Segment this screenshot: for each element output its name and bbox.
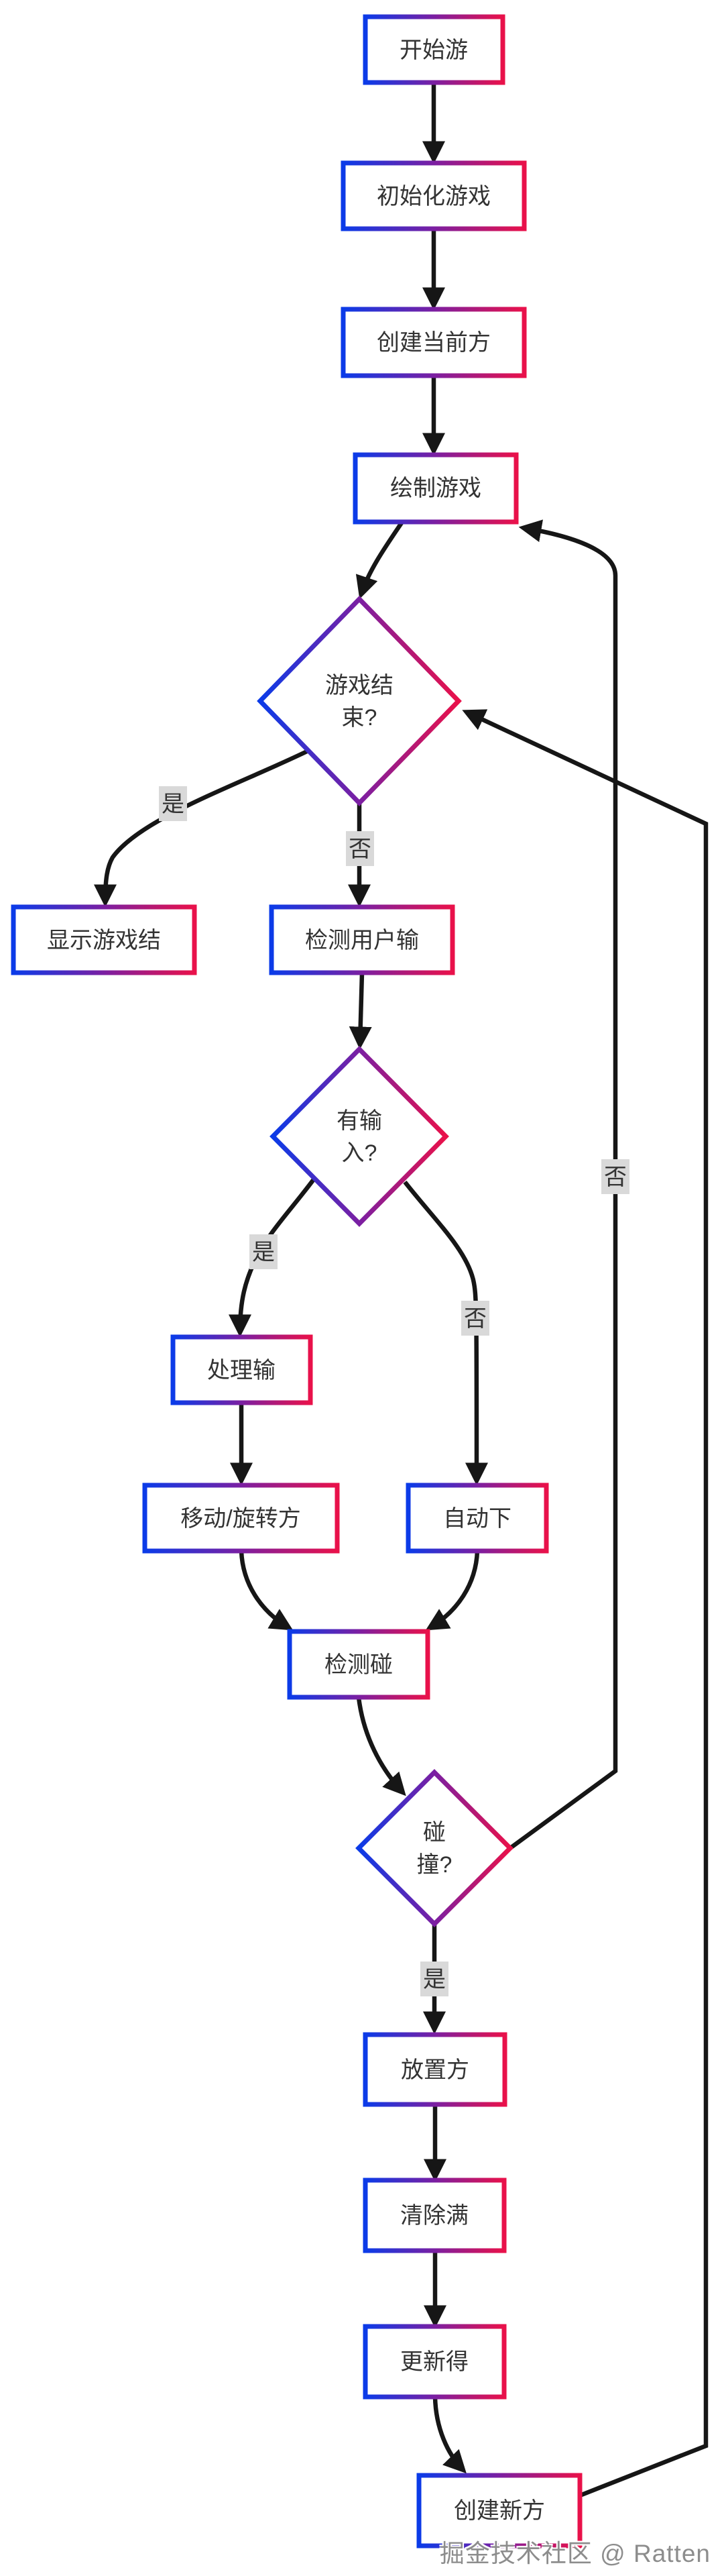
nodes: 开始游 初始化游戏 创建当前方 绘制游戏 游戏结 束? 显示游戏结 检测用户输 [11,14,583,2548]
node-box [363,2178,507,2253]
node-place-block: 放置方 [363,2032,507,2107]
edge-label-text: 否 [464,1306,487,1332]
label-background [346,831,374,866]
node-label: 检测碰 [324,1652,393,1678]
node-label: 创建新方 [454,2498,545,2524]
edge-label-text: 是 [252,1240,275,1265]
edge-has-input-no-to-auto-drop [403,1180,488,1486]
edges [94,83,709,2498]
decision-diamond [355,1769,514,1927]
node-label: 检测用户输 [305,928,419,953]
node-detect-collision: 检测碰 [287,1629,430,1700]
node-label: 更新得 [400,2349,469,2375]
decision-diamond [269,1046,449,1227]
edge-game-over-yes-to-show [94,749,308,908]
node-label: 处理输 [207,1358,276,1383]
node-label-line1: 游戏结 [325,673,394,698]
node-collision-decision: 碰 撞? [355,1769,514,1927]
edge-move-rotate-to-detect-collision [239,1550,294,1631]
node-start-game: 开始游 [363,14,505,85]
node-clear-lines: 清除满 [363,2178,507,2253]
node-move-rotate-block: 移动/旋转方 [142,1483,340,1554]
edge-draw-to-game-over [355,521,404,600]
edge-label-game-over-no: 否 [346,831,374,866]
node-label: 自动下 [443,1506,511,1532]
label-background [461,1301,489,1336]
node-has-input-decision: 有输 入? [269,1046,449,1227]
decision-diamond [257,595,462,807]
node-box [11,904,197,975]
node-detect-user-input: 检测用户输 [269,904,455,975]
node-label-line2: 入? [342,1140,377,1166]
node-box [142,1483,340,1554]
edge-label-text: 是 [162,792,184,817]
label-background [601,1159,629,1194]
edge-detect-collision-to-collision [356,1697,406,1796]
node-box [353,452,519,525]
node-label: 开始游 [400,38,468,63]
node-label: 放置方 [401,2057,469,2083]
label-background [249,1234,278,1269]
edge-label-text: 否 [604,1165,627,1190]
edge-label-collision-no: 否 [601,1159,629,1194]
node-label-line1: 有输 [337,1108,382,1134]
node-box [287,1629,430,1700]
label-background [420,1962,448,1996]
node-box [363,2324,507,2400]
edge-label-has-input-yes: 是 [249,1234,278,1269]
watermark: 掘金技术社区 @ Ratten [439,2540,711,2567]
node-draw-game: 绘制游戏 [353,452,519,525]
edge-auto-drop-to-detect-collision [425,1550,480,1631]
edge-label-has-input-no: 否 [461,1301,489,1336]
node-box [363,14,505,85]
node-label-line2: 束? [342,705,377,731]
node-box [406,1483,549,1554]
node-label: 初始化游戏 [377,184,491,209]
node-box [341,307,527,378]
node-create-new-block: 创建新方 [416,2473,583,2548]
edge-update-score-to-create-new [432,2396,467,2474]
node-label: 移动/旋转方 [180,1506,300,1532]
node-box [416,2473,583,2548]
node-label-line1: 碰 [423,1820,446,1845]
edge-label-game-over-yes: 是 [159,786,187,821]
edge-create-new-back-to-game-over [462,709,709,2498]
edge-label-collision-yes: 是 [420,1962,448,1996]
edge-label-text: 否 [349,837,371,862]
edge-collision-no-back-to-draw [509,519,618,1850]
node-handle-input: 处理输 [170,1334,313,1405]
node-box [170,1334,313,1405]
node-label: 绘制游戏 [390,476,481,501]
node-show-game-over: 显示游戏结 [11,904,197,975]
label-background [159,786,187,821]
node-create-current-block: 创建当前方 [341,307,527,378]
edge-detect-input-to-has-input [349,972,372,1050]
node-game-over-decision: 游戏结 束? [257,595,462,807]
node-label: 显示游戏结 [47,928,161,953]
node-box [341,160,527,231]
node-label: 清除满 [400,2203,469,2229]
node-label: 创建当前方 [377,330,491,356]
node-box [363,2032,507,2107]
node-auto-drop: 自动下 [406,1483,549,1554]
node-label-line2: 撞? [417,1852,452,1878]
node-update-score: 更新得 [363,2324,507,2400]
edge-labels: 是 否 是 否 是 否 [159,786,629,1996]
node-box [269,904,455,975]
edge-label-text: 是 [423,1967,446,1992]
node-init-game: 初始化游戏 [341,160,527,231]
